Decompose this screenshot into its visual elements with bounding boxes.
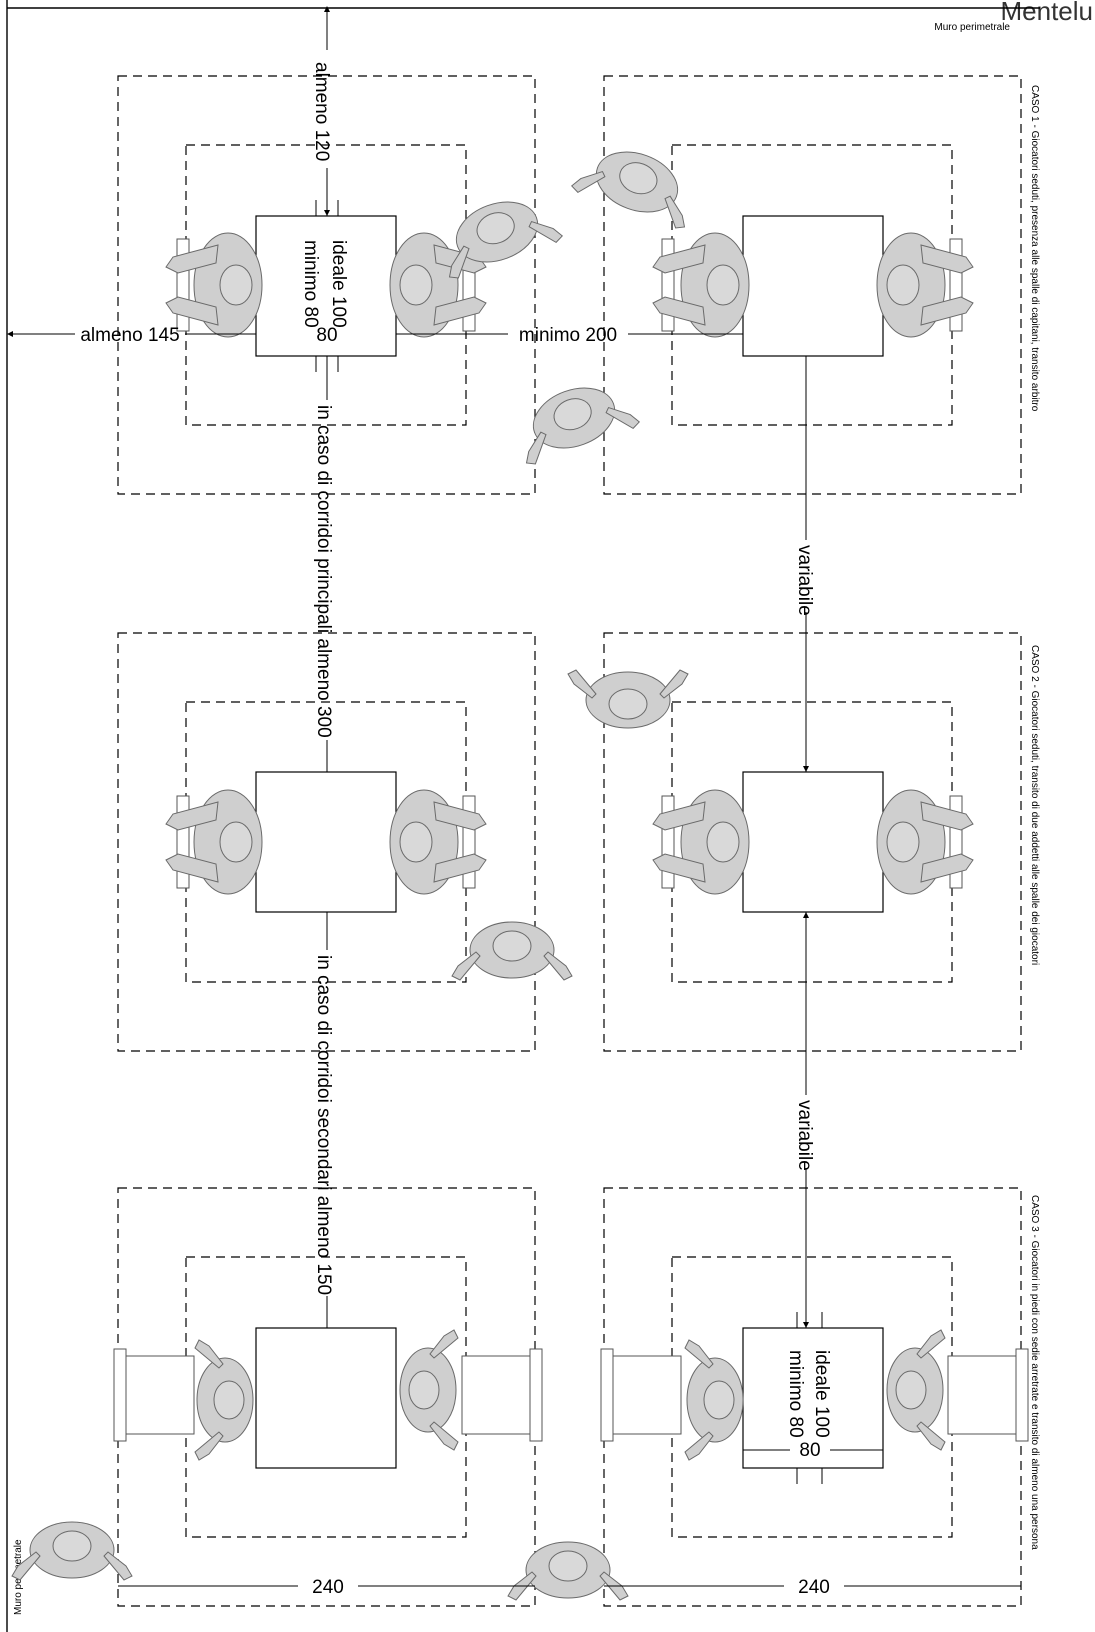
dim-almeno-120: almeno 120 [311,62,332,161]
game-table [742,1327,884,1469]
dim-240-left: 240 [312,1577,344,1598]
dim-ideale-100: ideale 100 [328,240,349,328]
case-1-left-zone [117,75,565,495]
dim-240-right: 240 [798,1577,830,1598]
case-1-label: CASO 1 - Giocatori seduti, presenza alle… [1029,85,1040,412]
dim-variabile-2: variabile [794,1100,815,1171]
case-2-right-zone [567,632,1022,1052]
case-3-label: CASO 3 - Giocatori in piedi con sedie ar… [1029,1195,1040,1550]
case-2-label: CASO 2 - Giocatori seduti, transito di d… [1029,645,1040,965]
wall-label-top: Muro perimetrale [934,22,1010,33]
dim-minimo-80: minimo 80 [300,240,321,328]
dim-80: 80 [316,325,337,346]
case-3-right-zone [507,1187,1029,1607]
dim-variabile-1: variabile [794,545,815,616]
game-table [255,1327,397,1469]
case-3-left-zone [11,1187,543,1607]
game-table [742,771,884,913]
game-table [742,215,884,357]
dim-minimo-80-case3: minimo 80 [785,1350,806,1438]
dim-ideale-100-case3: ideale 100 [811,1350,832,1438]
dim-corridoi-secondari: in caso di corridoi secondari almeno 150 [313,955,334,1295]
corner-title: Mentelu [1001,0,1094,26]
game-table [255,215,397,357]
dim-almeno-145: almeno 145 [80,325,179,346]
dim-minimo-200: minimo 200 [519,325,617,346]
game-table [255,771,397,913]
dim-80-case3: 80 [799,1440,820,1461]
case-1-right-zone [507,75,1022,495]
case-2-left-zone [117,632,573,1052]
dim-corridoi-principali: in caso di corridoi principali almeno 30… [313,405,334,738]
